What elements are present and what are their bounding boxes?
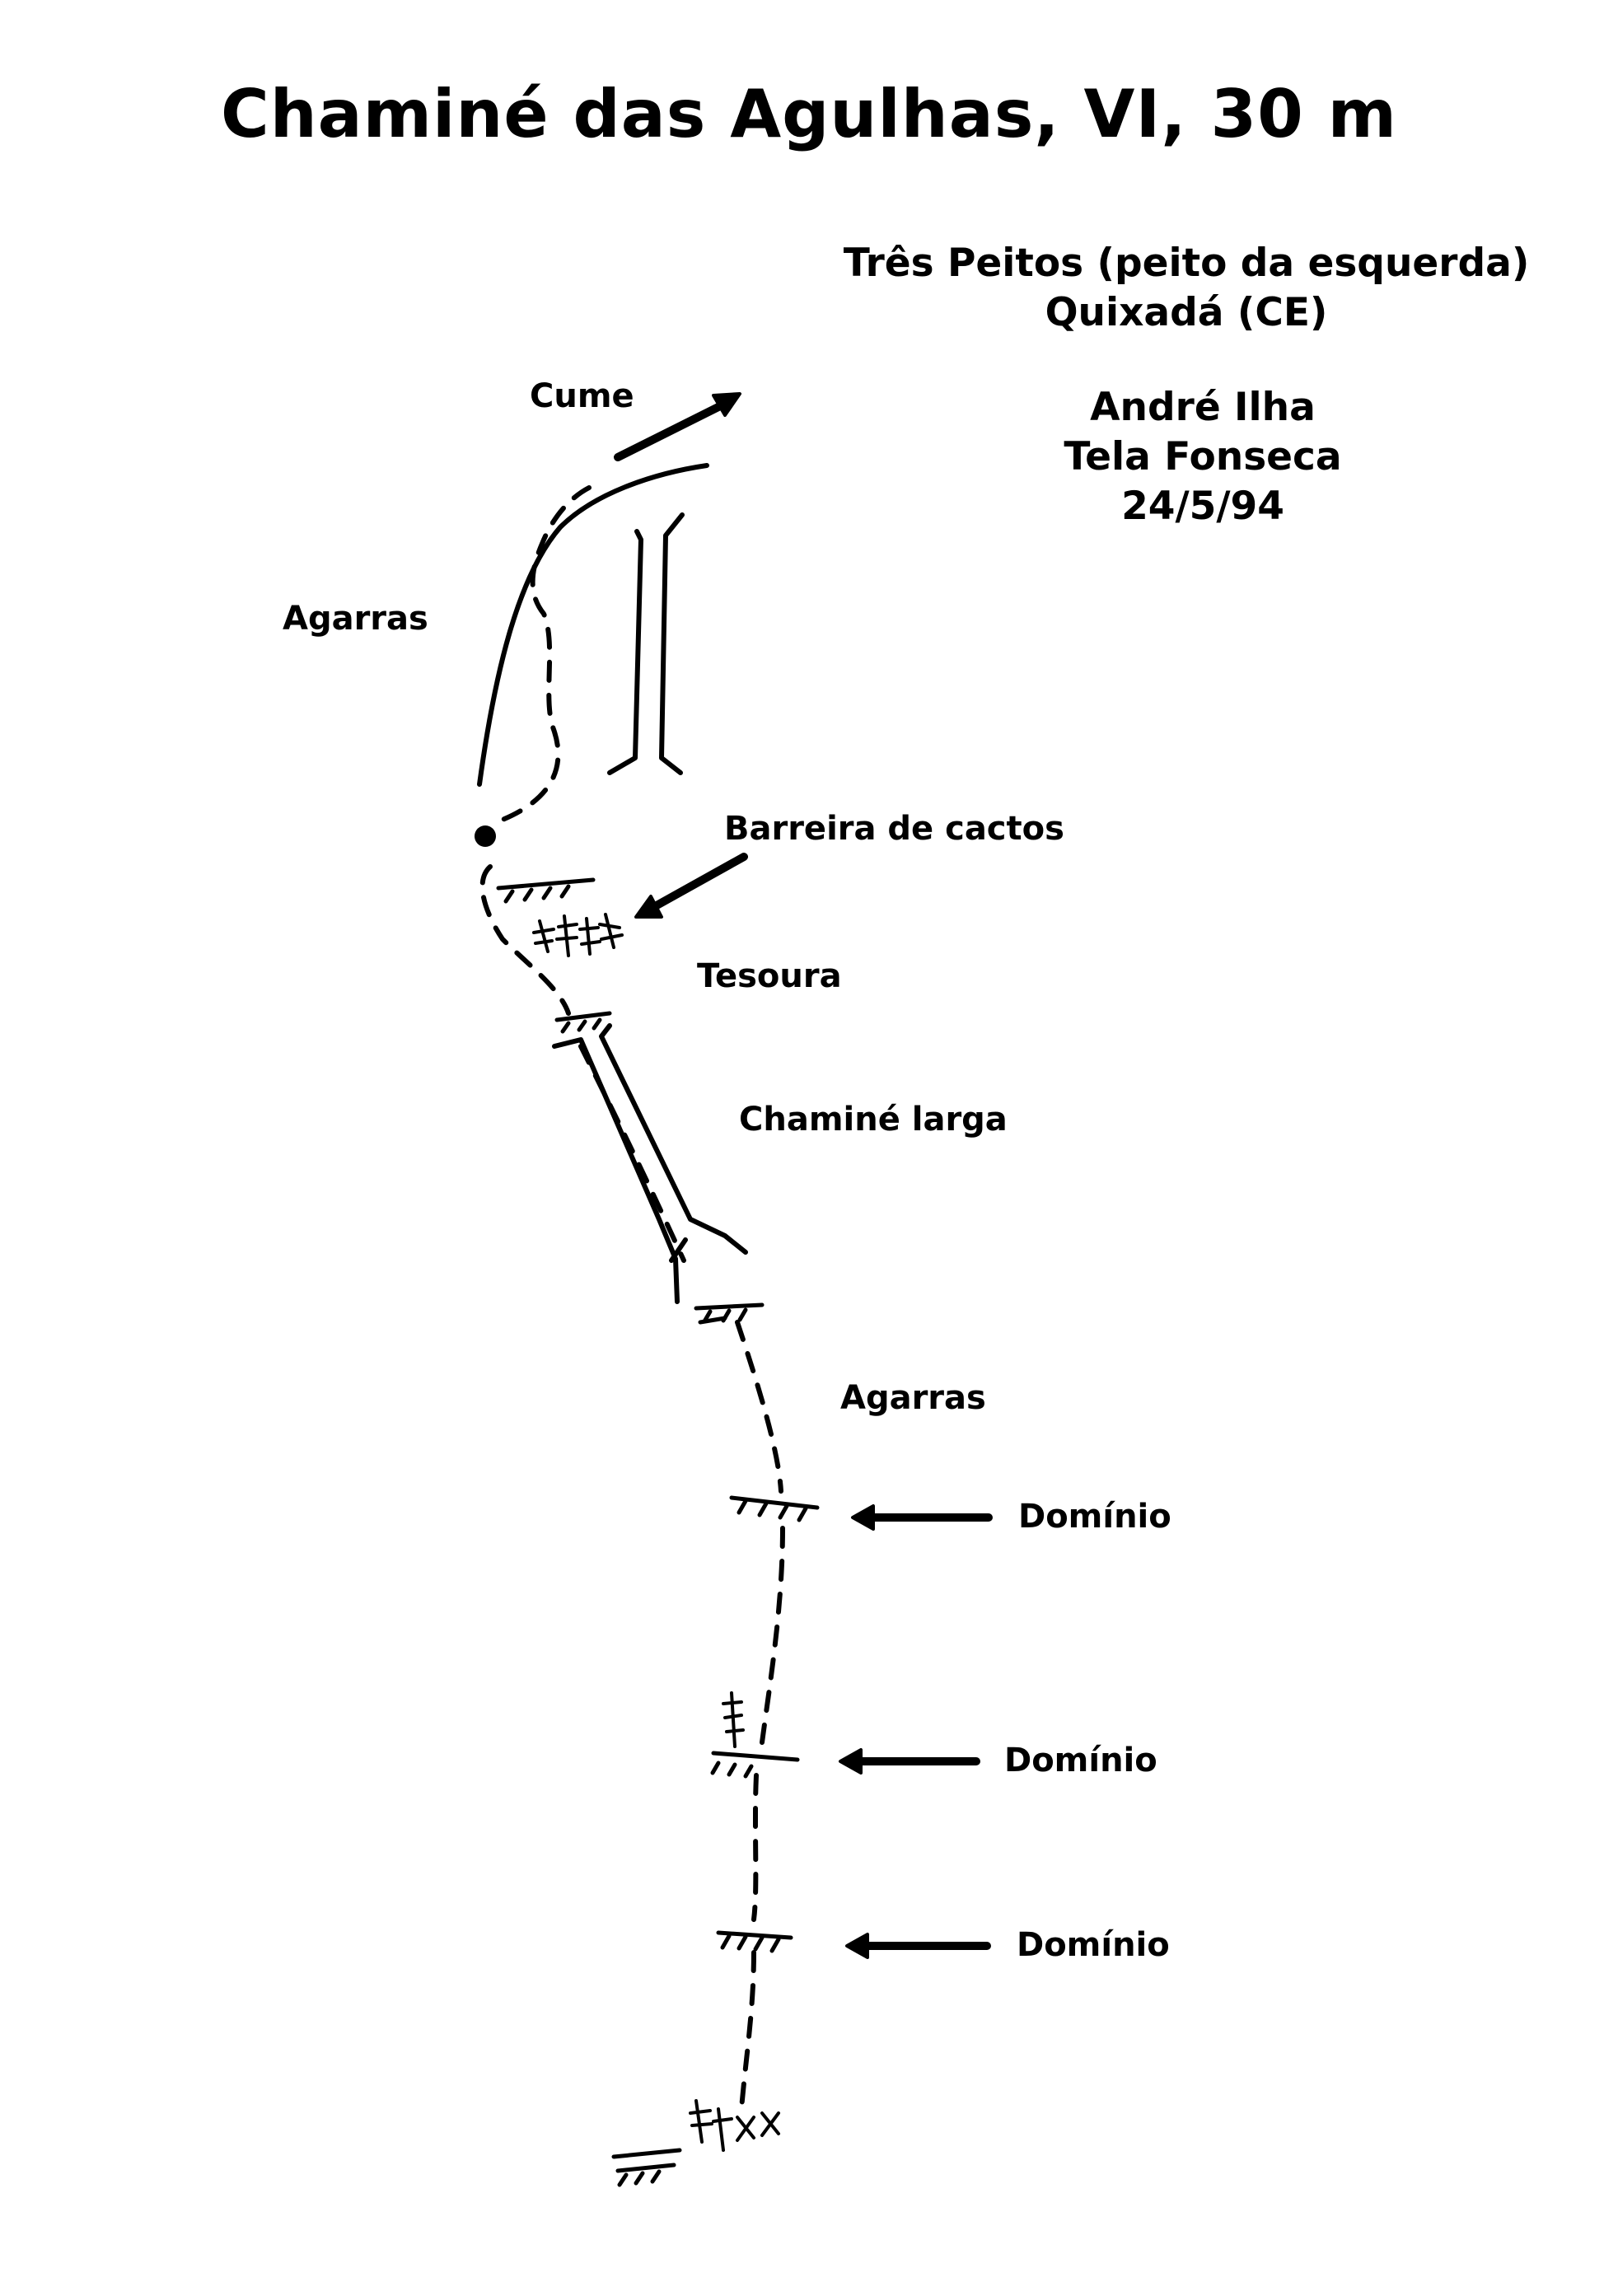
author-2: Tela Fonseca (1064, 434, 1342, 479)
label-dominio-1: Domínio (1018, 1498, 1171, 1536)
upper-wall-outline (477, 463, 709, 787)
first-ascent-date: 24/5/94 (1121, 484, 1284, 529)
label-tesoura: Tesoura (697, 957, 842, 995)
ledge-tesoura (554, 1011, 612, 1034)
ledge-dominio-3 (716, 1930, 793, 1953)
label-agarras-mid: Agarras (840, 1379, 986, 1417)
cactus-cluster-middle (722, 1691, 745, 1748)
dominio-3-arrow (845, 1933, 991, 1959)
location-block: Três Peitos (peito da esquerda) Quixadá … (774, 239, 1598, 338)
location-line-1: Três Peitos (peito da esquerda) (843, 241, 1530, 286)
barreira-arrow (634, 853, 748, 919)
ledge-base (611, 2148, 682, 2187)
route-line (479, 485, 785, 2111)
label-cume: Cume (530, 377, 634, 415)
cactus-cluster-upper (532, 913, 624, 957)
ledge-chimney-base (694, 1302, 765, 1325)
ledge-dominio-1 (729, 1495, 820, 1522)
credits-block: André Ilha Tela Fonseca 24/5/94 (914, 383, 1491, 531)
label-agarras-top: Agarras (283, 600, 428, 638)
ledge-barreira (496, 877, 596, 904)
label-chamine-larga: Chaminé larga (739, 1101, 1008, 1139)
upper-crack (607, 512, 685, 775)
cactus-cluster-base (689, 2099, 780, 2152)
dominio-1-arrow (851, 1504, 993, 1531)
dominio-2-arrow (839, 1748, 980, 1775)
label-dominio-2: Domínio (1004, 1742, 1157, 1779)
summit-arrow (614, 392, 741, 461)
location-line-2: Quixadá (CE) (1045, 290, 1328, 335)
route-title: Chaminé das Agulhas, VI, 30 m (220, 76, 1398, 152)
belay-dot (475, 825, 496, 847)
label-barreira-de-cactos: Barreira de cactos (724, 810, 1064, 848)
ledge-dominio-2 (710, 1751, 800, 1779)
author-1: André Ilha (1090, 385, 1316, 430)
label-dominio-3: Domínio (1017, 1926, 1170, 1964)
chamine-larga-chimney (552, 1023, 748, 1304)
